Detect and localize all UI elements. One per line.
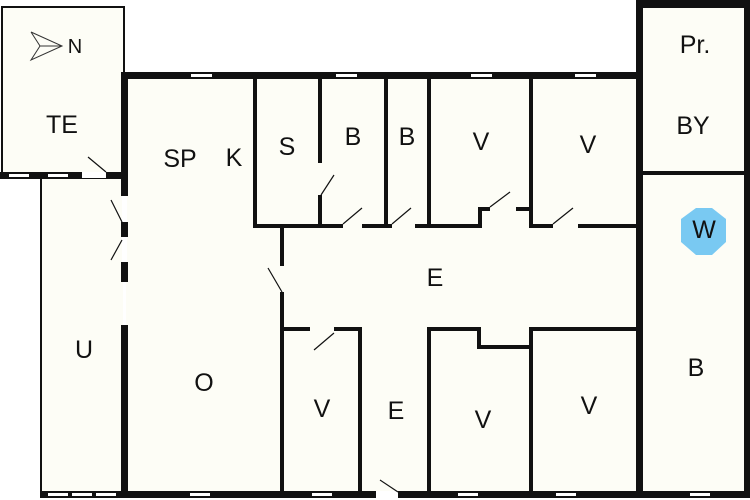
room-b3: B	[688, 354, 705, 382]
room-s: S	[279, 133, 296, 161]
room-w: W	[692, 216, 716, 244]
door-swings	[87, 156, 574, 493]
room-by: BY	[676, 112, 710, 140]
room-labels: TE SP K S B B V V Pr. BY W E U O V E V V…	[46, 31, 716, 434]
room-e1: E	[427, 264, 444, 292]
room-te: TE	[46, 111, 78, 139]
room-k: K	[226, 144, 243, 172]
compass-label: N	[68, 36, 82, 58]
w-marker-icon	[681, 208, 726, 255]
room-v2: V	[580, 131, 597, 159]
room-v3: V	[314, 395, 331, 423]
floor-areas	[2, 4, 748, 494]
room-b1: B	[345, 123, 362, 151]
room-u: U	[75, 336, 93, 364]
room-sp: SP	[163, 145, 196, 173]
thin-walls	[1, 6, 125, 496]
room-v5: V	[581, 392, 598, 420]
room-v4: V	[475, 406, 492, 434]
room-v1: V	[473, 128, 490, 156]
north-arrow-icon	[29, 31, 64, 62]
room-pr: Pr.	[680, 31, 711, 59]
room-e2: E	[388, 397, 405, 425]
room-b2: B	[399, 123, 416, 151]
windows	[9, 74, 710, 498]
room-o: O	[194, 369, 213, 397]
